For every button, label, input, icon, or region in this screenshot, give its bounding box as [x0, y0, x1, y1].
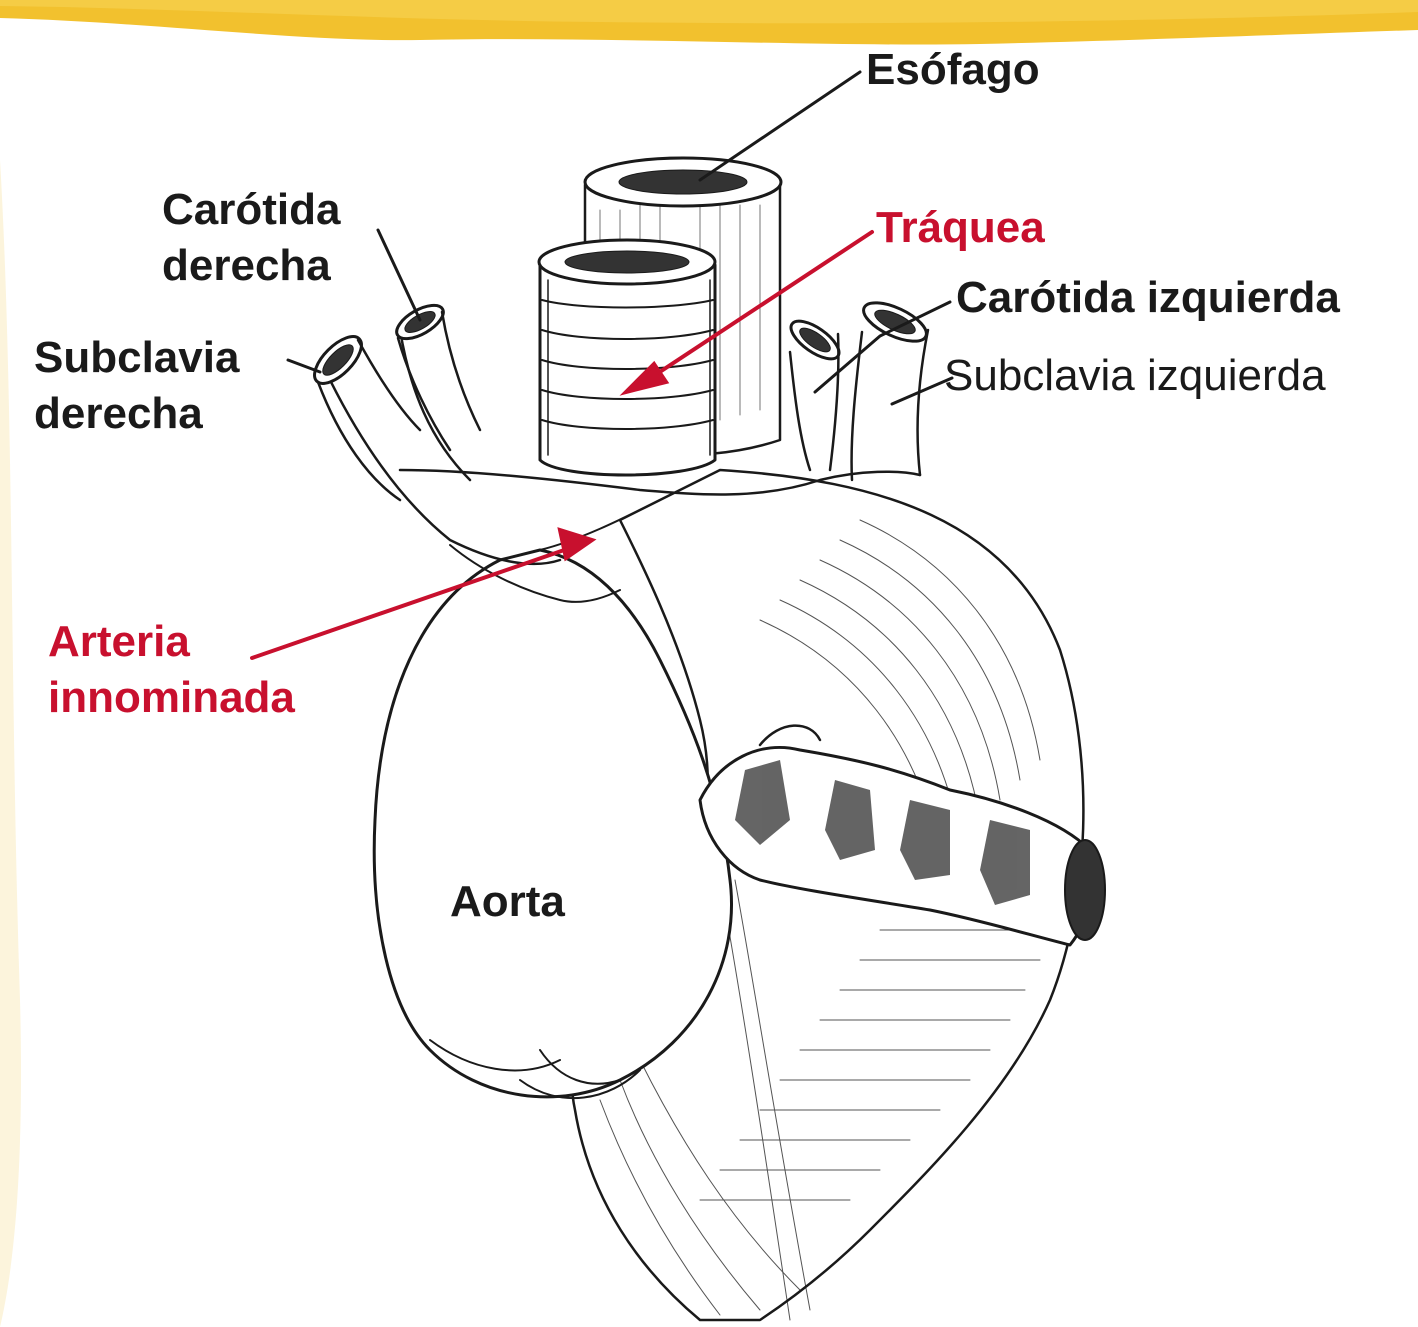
yellow-banner: [0, 0, 1418, 45]
label-aorta: Aorta: [450, 880, 565, 924]
label-carotida-izquierda: Carótida izquierda: [956, 276, 1340, 320]
left-subclavian-vessel: [852, 295, 932, 480]
label-carotida-derecha-line2: derecha: [162, 238, 340, 294]
label-carotida-derecha-line1: Carótida: [162, 182, 340, 238]
esofago-leader-line: [700, 72, 860, 180]
label-traquea: Tráquea: [876, 206, 1045, 250]
label-subclavia-derecha-line2: derecha: [34, 386, 239, 442]
trachea: [539, 240, 715, 475]
right-carotid-vessel: [391, 299, 480, 450]
label-subclavia-izquierda: Subclavia izquierda: [944, 354, 1326, 398]
left-edge-tint: [0, 160, 21, 1327]
label-subclavia-derecha: Subclavia derecha: [34, 330, 239, 442]
innominate-artery: [330, 330, 560, 564]
label-carotida-derecha: Carótida derecha: [162, 182, 340, 294]
label-esofago: Esófago: [866, 48, 1040, 92]
label-arteria-innominada-line2: innominada: [48, 670, 295, 726]
label-arteria-innominada-line1: Arteria: [48, 614, 295, 670]
label-subclavia-derecha-line1: Subclavia: [34, 330, 239, 386]
carotida-derecha-leader-line: [378, 230, 420, 320]
subclavia-izquierda-leader-line: [892, 378, 952, 404]
label-arteria-innominada: Arteria innominada: [48, 614, 295, 726]
